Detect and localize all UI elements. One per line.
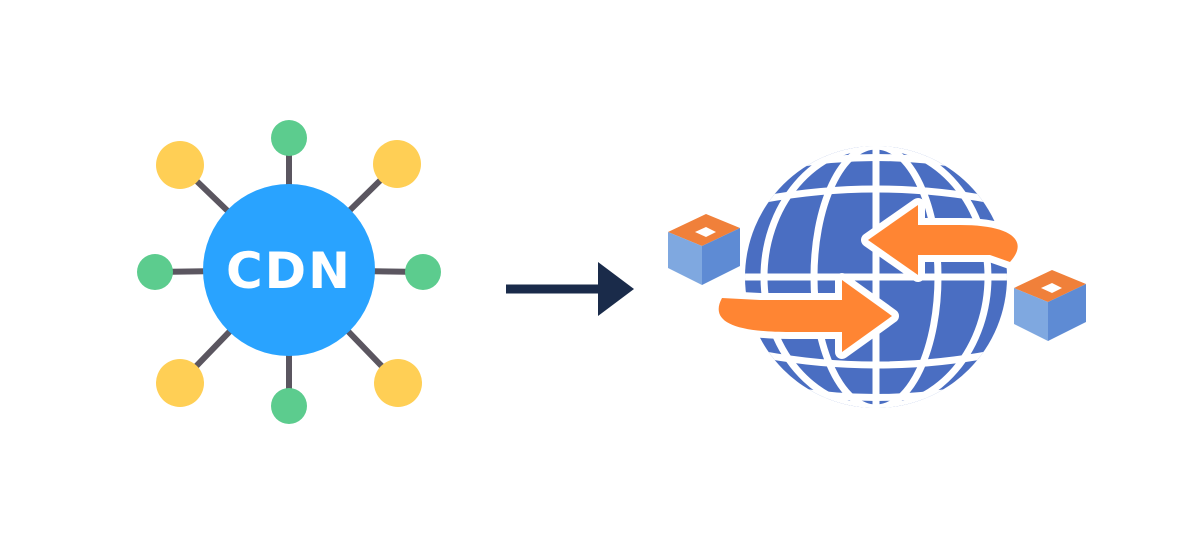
- yellow-node-top-left: [156, 141, 204, 189]
- globe-exchange-icon: [668, 146, 1086, 408]
- cdn-network-icon: CDN: [137, 120, 441, 424]
- arrow-right-icon: [506, 262, 634, 316]
- orange-arrow-right: [718, 280, 892, 352]
- yellow-node-bottom-left: [156, 359, 204, 407]
- green-node-left: [137, 254, 173, 290]
- data-box-right: [1014, 270, 1086, 341]
- orange-arrow-left: [868, 205, 1018, 275]
- globe-grid-lines: [745, 146, 1007, 408]
- green-node-top: [271, 120, 307, 156]
- cdn-hub: [203, 184, 375, 356]
- data-box-left: [668, 214, 740, 285]
- cdn-label: CDN: [226, 242, 352, 300]
- yellow-node-top-right: [373, 140, 421, 188]
- green-node-bottom: [271, 388, 307, 424]
- green-node-right: [405, 254, 441, 290]
- yellow-node-bottom-right: [374, 359, 422, 407]
